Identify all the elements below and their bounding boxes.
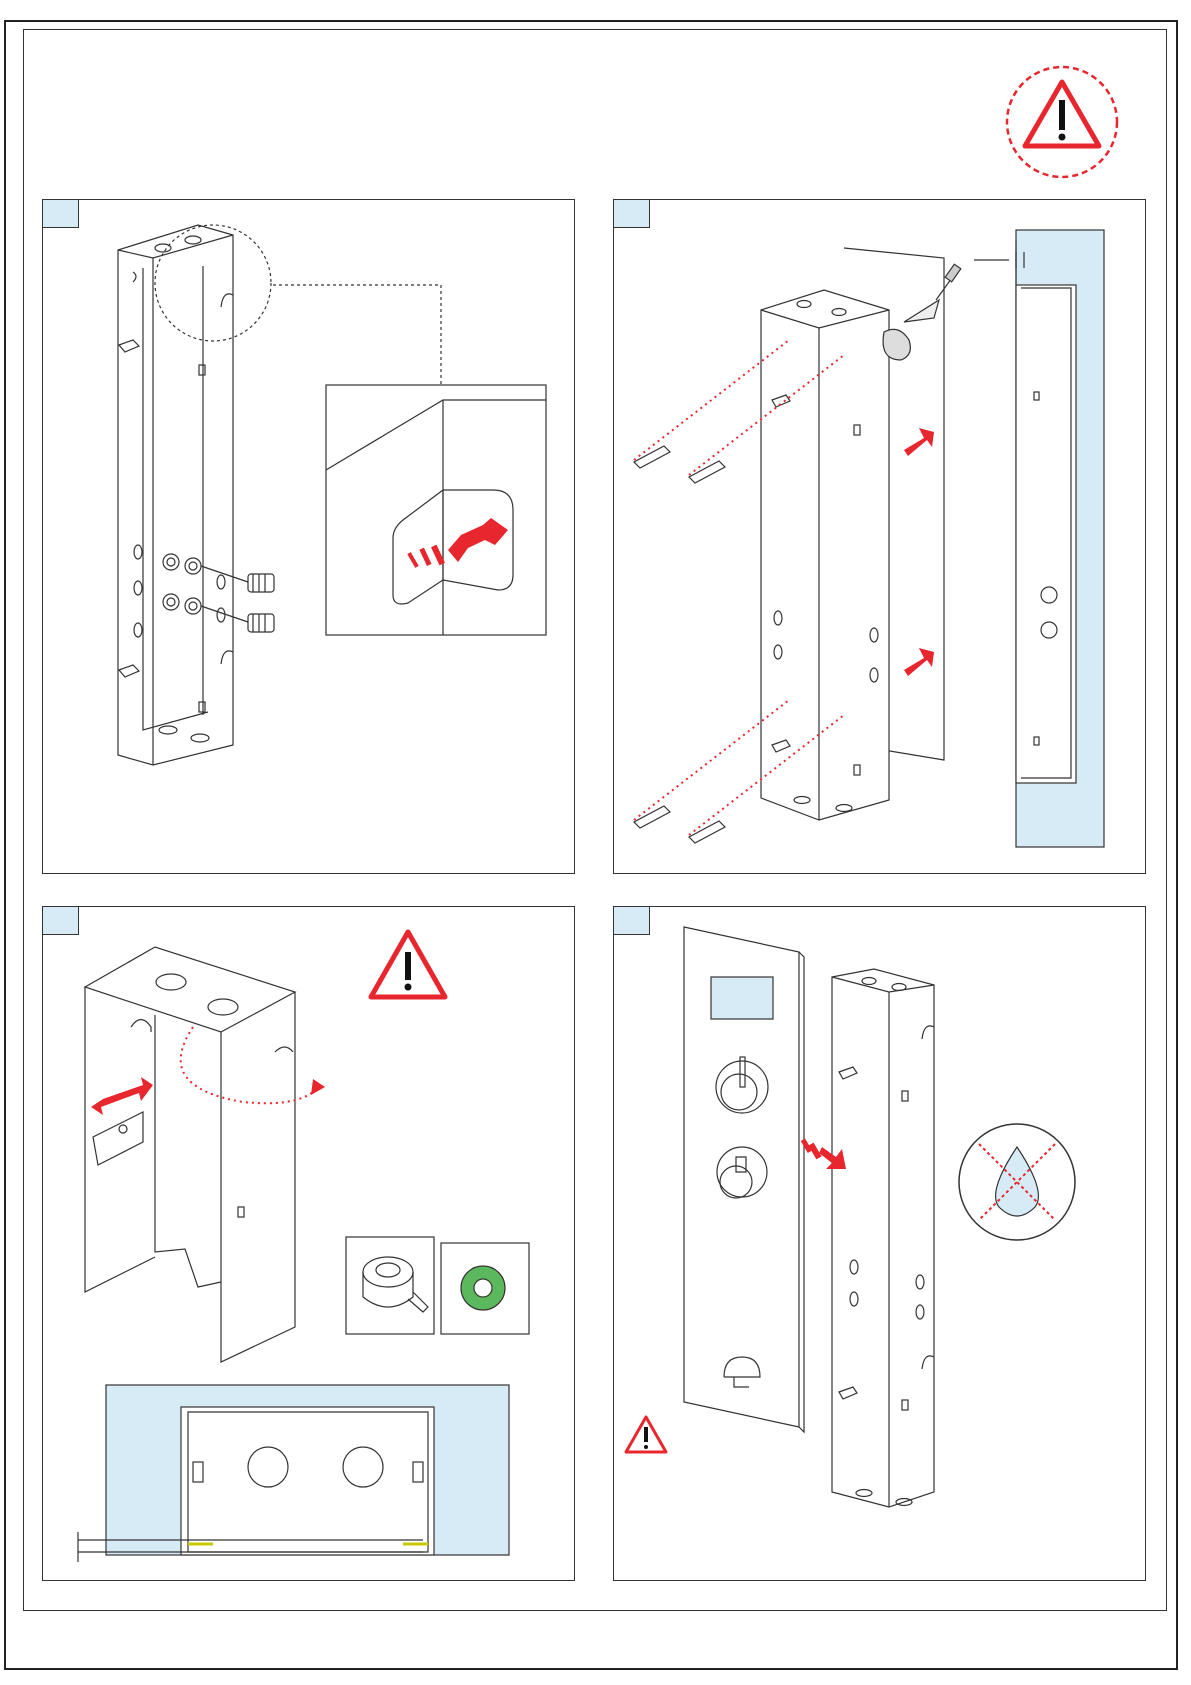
box-open-icon [85, 947, 295, 1362]
panel-2-illustration [614, 200, 1146, 874]
panel-1-box-overview [42, 199, 575, 874]
panel-1-illustration [43, 200, 575, 874]
box-icon [761, 290, 889, 820]
top-warning-badge [1002, 62, 1122, 187]
trim-plate-icon [684, 927, 804, 1432]
no-water-icon [959, 1124, 1075, 1240]
top-section-icon [78, 1385, 509, 1562]
warning-icon [626, 1417, 666, 1452]
box-icon [832, 969, 934, 1507]
slide-arrow-icon [91, 1077, 153, 1115]
panel-4-illustration [614, 907, 1146, 1581]
panel-4-trim-mounting [613, 906, 1146, 1581]
warning-icon [1002, 62, 1122, 182]
warning-icon [371, 932, 445, 997]
wall-section-icon [974, 230, 1104, 847]
tab-bend-detail-icon [326, 385, 546, 635]
green-washer-icon [441, 1243, 529, 1334]
screw-anchor-icon [634, 446, 725, 843]
panel-3-open-box [42, 906, 575, 1581]
panel-3-illustration [43, 907, 575, 1581]
panel-2-wall-mounting [613, 199, 1146, 874]
ptfe-tape-icon [346, 1237, 434, 1334]
box-icon [118, 225, 233, 765]
